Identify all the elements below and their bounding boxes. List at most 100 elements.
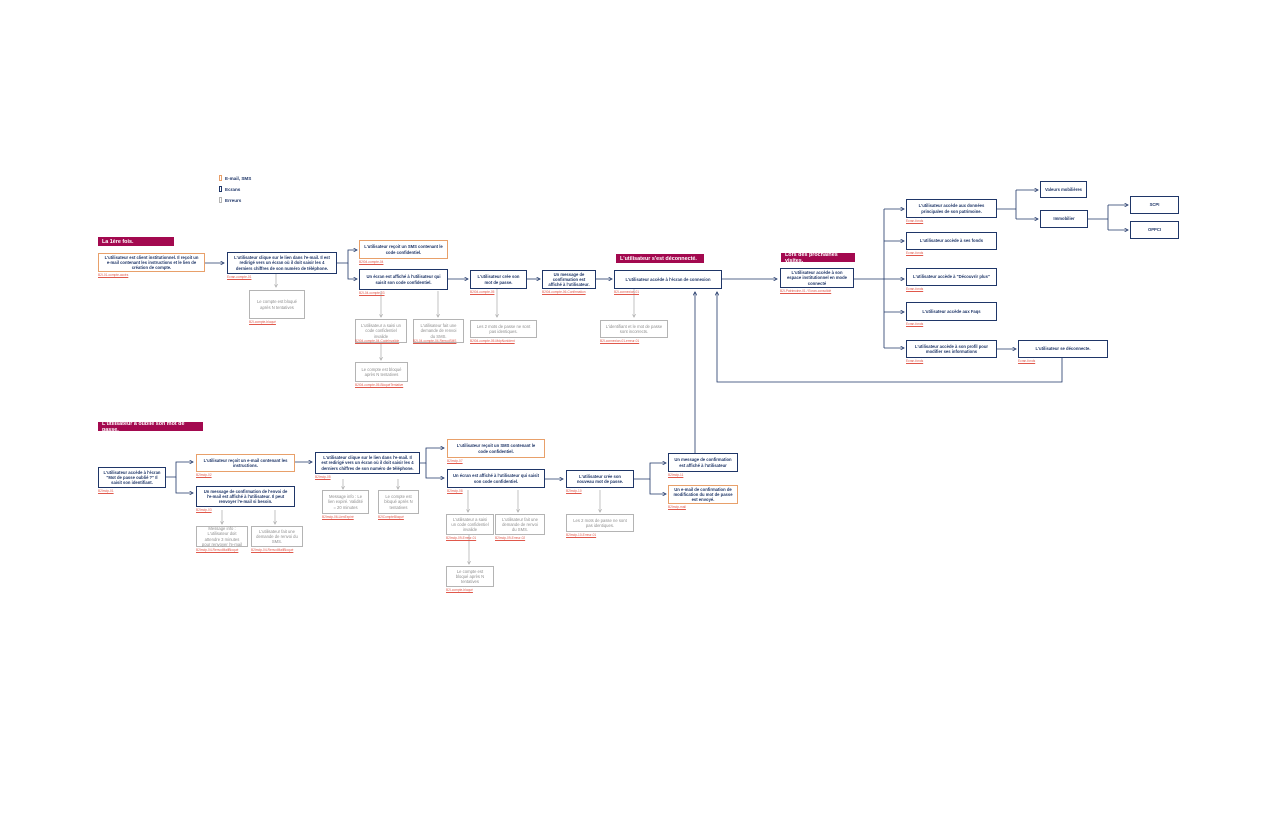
node-code-entry-screen[interactable]: Un écran est affiché à l'utilisateur qui… [359,269,448,290]
ref-label[interactable]: B2Imdp-08 [447,489,463,493]
ref-label[interactable]: B2I04-compte-05-BloquéTentative [355,383,404,387]
node-sms-code-received: L'utilisateur reçoit un SMS contenant le… [359,240,448,259]
legend-label: E-mail, SMS [225,175,252,181]
ref-label[interactable]: B2I-compte-bloqué [446,588,473,592]
arrow [717,292,1063,383]
ref-label[interactable]: B2Imdp-04-RenvoiMailBloqué [251,548,294,552]
node-account-locked-error-4: Le compte est bloqué après N tentatives [446,566,494,587]
ref-label[interactable]: B2I-connexion-01-erreur-01 [600,339,640,343]
node-invalid-code-error-2: L'utilisateur a saisi un code confidenti… [446,514,494,535]
ref-label[interactable]: B2Imdp-09-Erreur-01 [446,536,477,540]
node-account-locked-error-2: Le compte est bloqué après N tentatives [355,362,408,382]
ref-label[interactable]: B2Imdp-03 [196,508,212,512]
node-reset-confirmation-message: Un message de confirmation est affiché à… [668,453,738,472]
node-create-password-screen[interactable]: L'utilisateur crée son mot de passe. [470,270,527,289]
node-scpi[interactable]: SCPI [1130,196,1179,214]
arrow [337,250,357,264]
node-phone-digits-screen-2[interactable]: L'utilisateur clique sur le lien dans l'… [315,452,420,474]
node-forgot-password-screen[interactable]: L'utilisateur accède à l'écran "Mot de p… [98,467,166,488]
ref-label[interactable]: Ecran-fonds [906,322,924,326]
legend-label: Erreurs [225,197,242,203]
ref-label[interactable]: B2I-compte-bloqué [249,320,276,324]
node-real-estate[interactable]: Immobilier [1040,210,1088,228]
ref-label[interactable]: B2I-04-compte-04-RenvoiSMS [413,339,457,343]
node-oppci[interactable]: OPPCI [1130,221,1179,239]
node-new-password-screen[interactable]: L'utilisateur crée son nouveau mot de pa… [566,470,634,488]
arrow [649,479,666,494]
ref-label[interactable]: B2Imdp-10 [566,489,582,493]
node-reset-instructions-email: L'utilisateur reçoit un e-mail contenant… [196,454,295,472]
ref-label[interactable]: B2Imdp-05 [315,475,331,479]
ref-label[interactable]: Ecran-fonds [1018,359,1036,363]
node-invalid-code-error: L'utilisateur a saisi un code confidenti… [355,319,407,343]
ref-label[interactable]: Ecran-fonds [906,251,924,255]
node-logout[interactable]: L'utilisateur se déconnecte. [1018,340,1108,358]
node-sms-resend-request: L'utilisateur fait une demande de renvoi… [413,319,464,343]
node-sms-code-received-2: L'utilisateur reçoit un SMS contenant le… [447,439,545,458]
ref-label[interactable]: B2Imdp-11 [668,473,684,477]
node-patrimoine-data[interactable]: L'utilisateur accède aux données princip… [906,199,997,218]
node-link-expired-info: Message info : Le lien expiré. Validité … [322,490,369,514]
ref-label[interactable]: B2ICompteBloqué [378,515,404,519]
ref-label[interactable]: B2Imdp-02 [196,473,212,477]
ref-label[interactable]: B2I04-compte-04 [359,260,384,264]
node-login-screen[interactable]: L'utilisateur accède à l'écran de connex… [614,270,722,289]
ref-label[interactable]: B2I-01-compte-accès [98,273,129,277]
arrow [347,263,357,279]
ref-label[interactable]: Ecran-fonds [906,359,924,363]
ref-label[interactable]: Ecran-compte-01 [227,275,252,279]
node-funds[interactable]: L'utilisateur accède à ses fonds [906,232,997,250]
node-phone-digits-screen[interactable]: L'utilisateur clique sur le lien dans l'… [227,252,337,274]
node-email-sent-confirmation[interactable]: Un message de confirmation de l'envoi de… [196,486,295,507]
node-sms-resend-request-2: L'utilisateur fait une demande de renvoi… [251,526,303,547]
node-login-credentials-error: L'identifiant et le mot de passe sont in… [600,320,668,338]
ref-label[interactable]: Ecran-fonds [906,287,924,291]
node-securities[interactable]: Valeurs mobilières [1040,181,1087,198]
banner-first-time: La 1ère fois. [98,237,174,246]
node-account-invite-email: L'utilisateur est client institutionnel.… [98,253,205,272]
ref-label[interactable]: B2Imdp-01 [98,489,114,493]
ref-label[interactable]: B2I04-compte-05-MdpNonIdent [470,339,515,343]
node-code-entry-screen-2[interactable]: Un écran est affiché à l'utilisateur qui… [447,469,545,488]
node-profile-edit[interactable]: L'utilisateur accède à son profil pour m… [906,340,997,358]
node-institutional-space[interactable]: L'utilisateur accède à son espace instit… [780,268,854,288]
node-account-locked-error: Le compte est bloqué après N tentatives [249,290,305,319]
node-resend-wait-info: Message info : L'utilisateur doit attend… [196,526,248,547]
node-reset-confirmation-email: Un e-mail de confirmation de modificatio… [668,485,738,504]
ref-label[interactable]: B2I04-compte-06-Confirmation [542,290,586,294]
ref-label[interactable]: B2Imdp-10-Erreur-01 [566,533,597,537]
ref-label[interactable]: B2Imdp-09-Erreur-02 [495,536,526,540]
legend-label: Ecrans [225,186,241,192]
banner-logged-out: L'utilisateur s'est déconnecté. [616,254,704,263]
banner-forgot-password: L'utilisateur a oublié son mot de passe. [98,421,203,433]
ref-label[interactable]: B2Imdp-04-RenvoiMailBloqué [196,548,239,552]
legend-swatch [219,186,222,192]
ref-label[interactable]: B2I-04-compte-03 [359,291,385,295]
node-sms-resend-request-3: L'utilisateur fait une demande de renvoi… [495,514,545,535]
ref-label[interactable]: B2I04-compte-05 [470,290,495,294]
node-confirmation-message: Un message de confirmation est affiché à… [542,270,596,289]
node-password-mismatch-error-2: Les 2 mots de passe ne sont pas identiqu… [566,514,634,532]
ref-label[interactable]: B2I-Patrimoine-01 / Ecran-consolidé [780,289,832,293]
ref-label[interactable]: B2I-connexion-01 [614,290,639,294]
arrow [634,463,666,480]
arrow [425,463,444,478]
legend-screens: Ecrans [219,186,240,192]
legend-email-sms: E-mail, SMS [219,175,251,181]
arrow [175,477,193,493]
ref-label[interactable]: B2Imdp-07 [447,459,463,463]
node-discover-more[interactable]: L'utilisateur accède à "Découvrir plus" [906,268,997,286]
node-password-mismatch-error: Les 2 mots de passe ne sont pas identiqu… [470,320,537,338]
ref-label[interactable]: B2I04-compte-04-CodeInvalide [355,339,400,343]
ref-label[interactable]: B2Imdp-06-LienExpiré [322,515,354,519]
legend-swatch [219,197,222,203]
node-account-locked-error-3: Le compte est bloqué après N tentatives [378,490,419,514]
legend-swatch [219,175,222,181]
node-faqs[interactable]: L'utilisateur accède aux Faqs [906,302,997,321]
legend-errors: Erreurs [219,197,241,203]
ref-label[interactable]: B2Imdp-mail [668,505,686,509]
arrow [166,462,193,478]
arrow [420,448,444,464]
ref-label[interactable]: Ecran-fonds [906,219,924,223]
